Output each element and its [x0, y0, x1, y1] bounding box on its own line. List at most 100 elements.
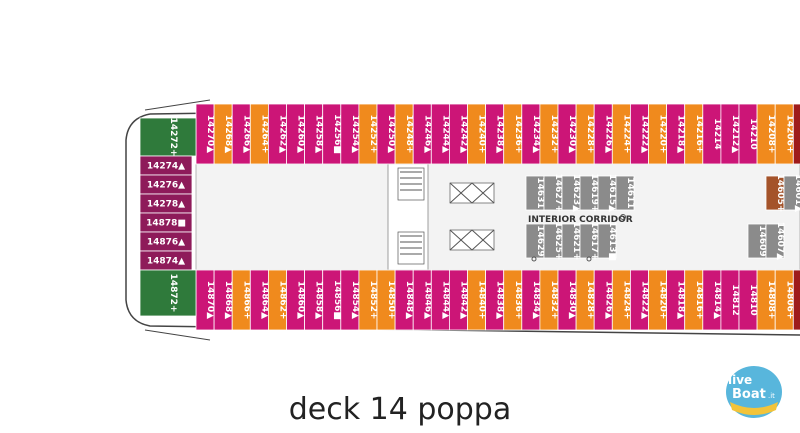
cabin-block	[792, 103, 800, 165]
cabin: 14260▲	[286, 103, 306, 165]
central-corridor	[195, 163, 800, 271]
cabin-number: 14848▲	[404, 281, 414, 319]
cabin: 14270▲	[195, 103, 215, 165]
cabin-number: 14276▲	[147, 181, 185, 191]
cabin: 14832+	[539, 269, 559, 331]
cabin-number: 14822▲	[639, 281, 649, 319]
cabin: 14625+	[543, 222, 563, 261]
cabin: 14228+	[575, 103, 595, 165]
cabin-number: 14631	[535, 177, 545, 208]
cabin-number: 14858▲	[314, 281, 324, 319]
cabin: 14258▲	[304, 103, 324, 165]
cabin: 14830▲	[557, 269, 577, 331]
interior-cabins-upper: 14631 14627+14623▲ 14619+ 14615▲ 14611 14605+…	[525, 174, 800, 213]
cabin-number: 14258▲	[314, 115, 324, 153]
cabin-number: 14874▲	[147, 257, 185, 267]
cabin-block	[597, 223, 617, 259]
cabin: 14244▲	[430, 103, 450, 165]
cabin-number: 14627+	[553, 174, 563, 213]
cabin-number: 14812	[730, 284, 740, 315]
cabin: 14850+	[376, 269, 396, 331]
cabin-number: 14607▲	[775, 222, 785, 260]
cabin: 14860▲	[286, 269, 306, 331]
cabin-number: 14220+	[658, 115, 668, 154]
cabin-number: 14860▲	[296, 281, 306, 319]
cabin-number: 14844▲	[440, 281, 450, 319]
cabin-number: 14872+	[168, 274, 178, 313]
cabin: 14246▲	[412, 103, 432, 165]
cabin-number: 14254▲	[350, 115, 360, 153]
cabin: 14836+	[503, 269, 523, 331]
cabin-number: 14252+	[368, 115, 378, 154]
cabin-number: 14212▲	[730, 115, 740, 153]
cabin: 14272+	[139, 117, 197, 157]
cabin-number: 14828+	[585, 281, 595, 320]
cabin-number: 14621+	[571, 222, 581, 261]
cabin-number: 14224+	[621, 115, 631, 154]
cabin: 14822▲	[630, 269, 649, 331]
cabin-number: 14868▲	[223, 281, 233, 319]
cabin-number: 14210	[748, 118, 758, 149]
cabin: 14820+	[648, 269, 668, 331]
cabin-number: 14854▲	[350, 281, 360, 319]
cabin: 14854▲	[340, 269, 360, 331]
svg-text:Boat: Boat	[732, 387, 766, 402]
cabin: 14621+	[561, 222, 581, 261]
cabin: 14874▲	[139, 250, 193, 271]
cabin-block	[139, 269, 197, 317]
cabin: 14234▲	[521, 103, 541, 165]
cabin: 14862+	[267, 269, 287, 331]
cabin-number: 14617+	[589, 222, 599, 261]
cabin-number: 14842▲	[458, 281, 468, 319]
cabin-number: 14216+	[694, 115, 704, 154]
cabin-number: 14850+	[386, 281, 396, 320]
cabin: 14254▲	[340, 103, 360, 165]
cabin-number: 14256■	[332, 114, 342, 154]
cabin: 14613■	[597, 221, 617, 261]
cabin-number: 14834▲	[531, 281, 541, 319]
cabin-number: 14218▲	[676, 115, 686, 153]
cabin-number: 14272+	[168, 118, 178, 157]
cabin-number: 14228+	[585, 115, 595, 154]
cabin-number: 14605+	[775, 174, 785, 213]
cabin-number: 14248+	[404, 115, 414, 154]
cabin-number: 14826▲	[603, 281, 613, 319]
cabin-number: 14270▲	[205, 115, 215, 153]
cabin-number: 14615▲	[607, 174, 617, 212]
cabin: 14838▲	[485, 269, 505, 331]
cabin-number: 14852+	[368, 281, 378, 320]
cabin-number: 14625+	[553, 222, 563, 261]
svg-text:live: live	[728, 373, 752, 387]
cabin: 14250▲	[376, 103, 396, 165]
cabin: 14872+	[139, 269, 197, 317]
cabin: 14878■	[139, 212, 193, 233]
cabin: 14232+	[539, 103, 559, 165]
cabin-number: 14236+	[513, 115, 523, 154]
cabin-number: 14264+	[259, 115, 269, 154]
cabin: 14629	[525, 223, 545, 259]
cabin: 14870▲	[195, 269, 215, 331]
cabin-number: 14278▲	[147, 200, 185, 210]
cabin: 14204▲	[792, 103, 800, 165]
cabin: 14615▲	[597, 174, 617, 212]
cabin: 14824+	[611, 269, 631, 331]
cabin-block	[139, 117, 197, 157]
cabin-number: 14601▲	[793, 174, 800, 212]
interior-cabins-lower: 14629 14625+ 14621+ 14617+14613■ 14609 14607▲	[525, 221, 785, 261]
cabin-number: 14208+	[766, 115, 776, 154]
cabin-number: 14262▲	[277, 115, 287, 153]
cabin: 14212▲	[720, 103, 740, 165]
cabin: 14264+	[249, 103, 269, 165]
cabin: 14222▲	[630, 103, 649, 165]
cabin-number: 14611	[625, 177, 635, 208]
cabin: 14864▲	[249, 269, 269, 331]
cabin-number: 14222▲	[639, 115, 649, 153]
cabin: 14623▲	[561, 174, 581, 212]
interior-corridor-label: INTERIOR CORRIDOR	[528, 215, 633, 225]
cabin: 14810	[738, 269, 758, 331]
cabin-number: 14619+	[589, 174, 599, 213]
cabin: 14236+	[503, 103, 523, 165]
cabin-number: 14609	[757, 225, 767, 256]
cabin: 14214	[702, 103, 722, 165]
